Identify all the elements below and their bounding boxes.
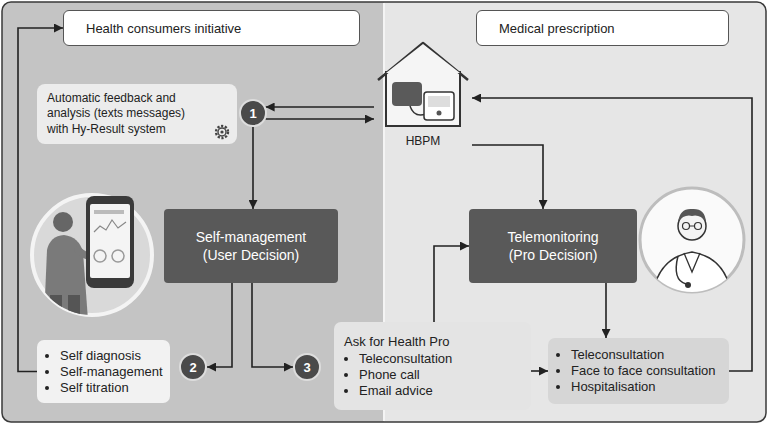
house-monitor-illustration <box>378 43 468 126</box>
gear-icon <box>213 123 231 141</box>
box-text: Health consumers initiative <box>86 21 241 36</box>
bullet-item: Self-management <box>60 364 162 380</box>
flow-arrow <box>252 127 254 209</box>
box-text: Self-management (User Decision) <box>190 228 312 264</box>
info-box: Automatic feedback and analysis (texts m… <box>37 84 237 144</box>
list-box: Self diagnosisSelf-managementSelf titrat… <box>37 340 170 403</box>
bullet-list: TeleconsultationFace to face consultatio… <box>556 347 721 395</box>
bullet-item: Teleconsultation <box>571 347 721 363</box>
flow-arrow <box>207 283 232 367</box>
bullet-item: Self titration <box>60 380 162 396</box>
list-box: Ask for Health ProTeleconsultationPhone … <box>334 322 531 410</box>
box-text: Telemonitoring (Pro Decision) <box>495 228 611 264</box>
box-text: 2 <box>189 360 196 375</box>
left-panel <box>2 2 384 422</box>
callout-number: 1 <box>239 99 267 127</box>
box-text: Automatic feedback and analysis (texts m… <box>47 91 207 137</box>
box-text: 1 <box>249 106 256 121</box>
bullet-list: TeleconsultationPhone callEmail advice <box>344 351 521 399</box>
bullet-item: Email advice <box>359 383 521 399</box>
process-box: Telemonitoring (Pro Decision) <box>469 209 637 283</box>
doctor-illustration <box>640 188 744 300</box>
flow-arrow <box>18 28 63 372</box>
person-illustration <box>32 195 152 325</box>
flow-arrow <box>605 283 607 338</box>
bullet-list: Self diagnosisSelf-managementSelf titrat… <box>45 348 162 396</box>
header-box: Medical prescription <box>476 10 729 46</box>
callout-number: 3 <box>293 353 321 381</box>
list-box: TeleconsultationFace to face consultatio… <box>548 338 729 404</box>
box-text: HBPM <box>406 134 441 148</box>
bullet-item: Face to face consultation <box>571 363 721 379</box>
flow-arrow <box>434 246 469 322</box>
bullet-item: Hospitalisation <box>571 379 721 395</box>
box-text: Medical prescription <box>499 21 615 36</box>
flow-arrow <box>472 145 543 209</box>
flow-arrow <box>266 118 374 120</box>
box-text: 3 <box>303 360 310 375</box>
process-box: Self-management (User Decision) <box>164 209 338 283</box>
callout-number: 2 <box>179 353 207 381</box>
bullet-item: Teleconsultation <box>359 351 521 367</box>
bullet-item: Phone call <box>359 367 521 383</box>
flow-arrow <box>531 370 548 372</box>
box-heading: Ask for Health Pro <box>344 333 521 350</box>
header-box: Health consumers initiative <box>63 10 360 46</box>
device-node: HBPM <box>374 40 472 150</box>
bullet-item: Self diagnosis <box>60 348 162 364</box>
flow-arrow <box>252 283 293 367</box>
flow-arrow <box>266 106 374 108</box>
